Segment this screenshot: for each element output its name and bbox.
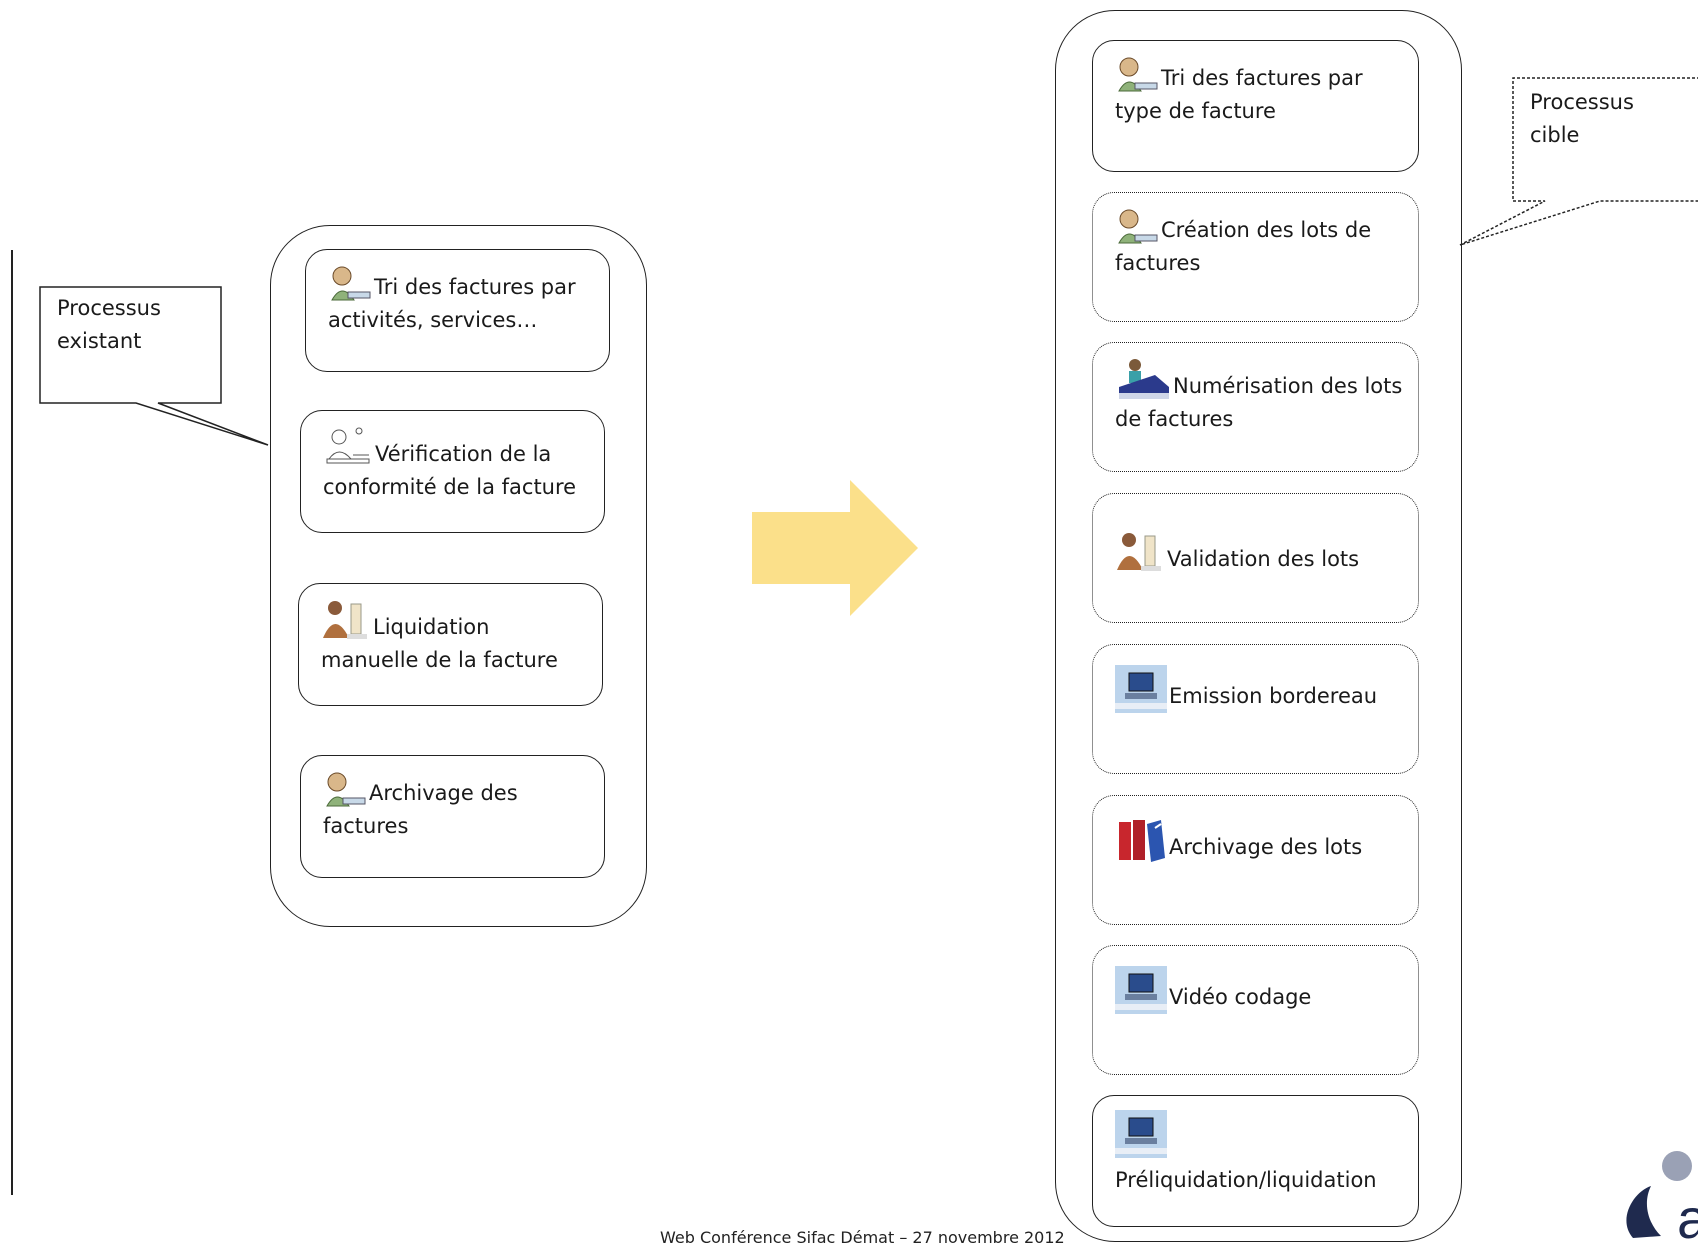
logo-letter: a [1677,1187,1698,1242]
existing-step-4-label: Archivage des factures [323,781,518,838]
callout-target-shape [1459,77,1698,246]
target-step-8-label: Préliquidation/liquidation [1115,1168,1377,1192]
existing-step-4: Archivage des factures [300,755,605,878]
target-step-1-label: Tri des factures par type de facture [1115,66,1363,123]
left-margin-rule [11,250,13,1195]
desk-worker-icon [323,425,373,471]
clerk-icon [323,770,367,810]
accountant-icon [321,598,371,644]
scanner-icon [1115,357,1171,403]
footer-text: Web Conférence Sifac Démat – 27 novembre… [660,1228,1065,1247]
target-step-4: Validation des lots [1092,493,1419,623]
target-step-3: Numérisation des lots de factures [1092,342,1419,472]
target-step-2-label: Création des lots de factures [1115,218,1372,275]
target-step-6: Archivage des lots [1092,795,1419,925]
target-step-6-label: Archivage des lots [1169,835,1363,859]
clerk-icon [1115,55,1159,95]
callout-target: Processus cible [1530,86,1634,152]
computer-icon [1115,665,1167,713]
existing-step-3-label: Liquidation manuelle de la facture [321,615,558,672]
transition-arrow [752,480,918,616]
target-step-5-label: Emission bordereau [1169,684,1378,708]
existing-step-1: Tri des factures par activités, services… [305,249,610,372]
clerk-icon [328,264,372,304]
accountant-icon [1115,530,1165,576]
computer-icon [1115,966,1167,1014]
target-step-5: Emission bordereau [1092,644,1419,774]
target-step-2: Création des lots de factures [1092,192,1419,322]
existing-step-2-label: Vérification de la conformité de la fact… [323,442,577,499]
binders-icon [1115,816,1167,864]
callout-target-line2: cible [1530,123,1580,147]
computer-icon [1115,1110,1404,1158]
existing-step-2: Vérification de la conformité de la fact… [300,410,605,533]
target-step-7: Vidéo codage [1092,945,1419,1075]
callout-existing-line2: existant [57,329,142,353]
company-logo: a [1626,1151,1698,1242]
clerk-icon [1115,207,1159,247]
target-step-7-label: Vidéo codage [1169,985,1312,1009]
target-step-4-label: Validation des lots [1167,547,1360,571]
target-step-1: Tri des factures par type de facture [1092,40,1419,172]
target-step-8: Préliquidation/liquidation [1092,1095,1419,1227]
callout-existing-shape [39,286,269,446]
callout-existing-line1: Processus [57,296,161,320]
existing-step-1-label: Tri des factures par activités, services… [328,275,576,332]
callout-existing: Processus existant [57,292,161,358]
target-step-3-label: Numérisation des lots de factures [1115,374,1403,431]
existing-step-3: Liquidation manuelle de la facture [298,583,603,706]
callout-target-line1: Processus [1530,90,1634,114]
